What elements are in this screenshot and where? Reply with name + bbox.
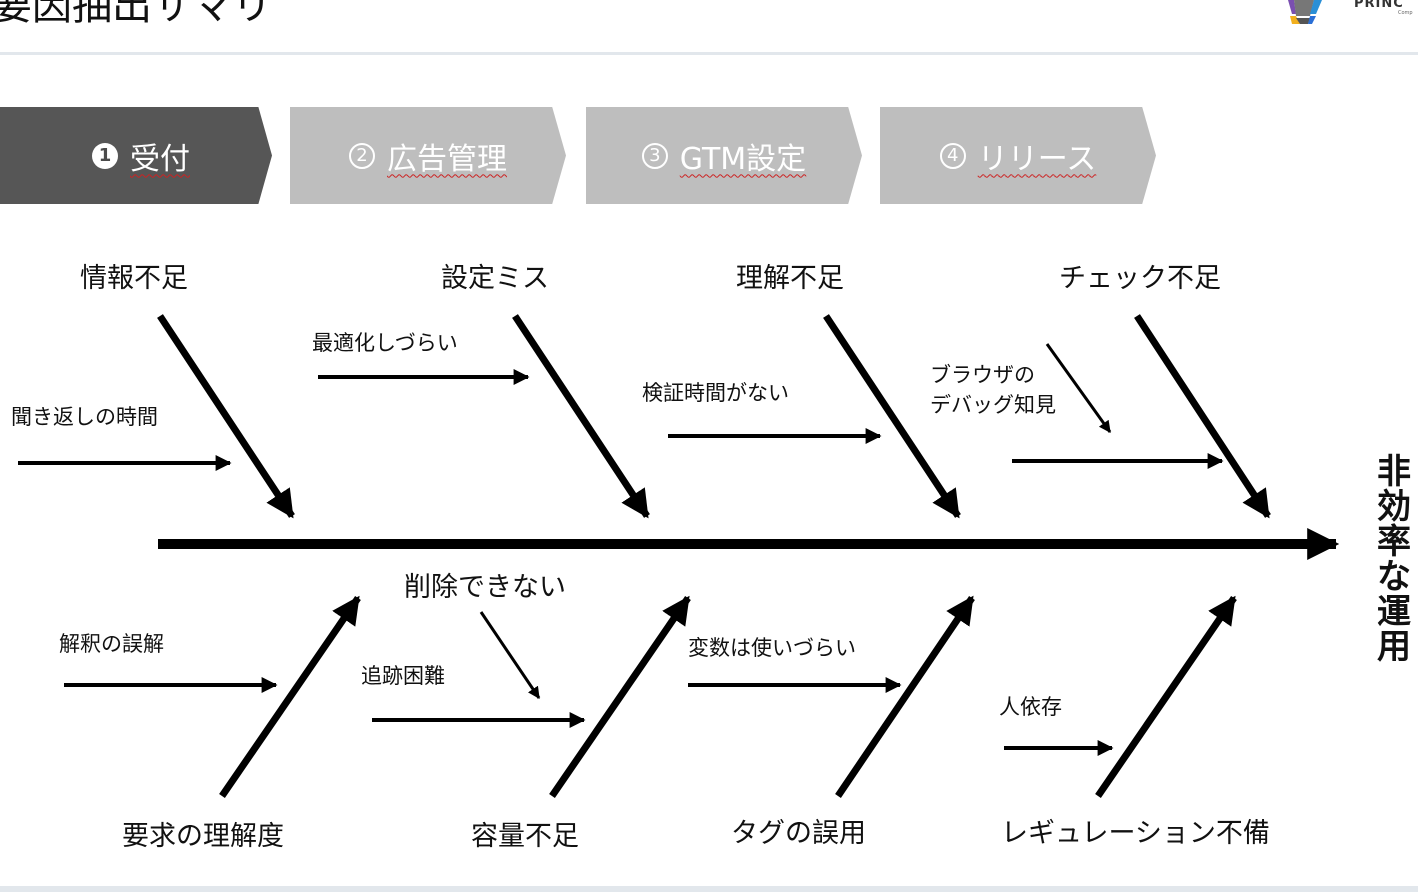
step-number: 1 bbox=[92, 142, 118, 169]
bone-bottom-3 bbox=[835, 595, 975, 798]
cause-category-label: 容量不足 bbox=[471, 821, 579, 852]
sub-arrow bbox=[479, 611, 541, 699]
cause-category-label: 設定ミス bbox=[441, 263, 549, 294]
effect-label: 非効率な運用 bbox=[1377, 452, 1411, 667]
step-4-release[interactable]: 4 リリース bbox=[880, 107, 1156, 204]
sub-cause-label: 追跡困難 bbox=[361, 664, 445, 688]
step-number: 2 bbox=[349, 142, 375, 169]
bone-bottom-2 bbox=[549, 595, 691, 798]
bone-top-1 bbox=[157, 314, 295, 519]
step-2-ad-management[interactable]: 2 広告管理 bbox=[290, 107, 566, 204]
top-divider bbox=[0, 52, 1418, 55]
step-label: 広告管理 bbox=[387, 141, 507, 177]
step-3-gtm-setup[interactable]: 3 GTM設定 bbox=[586, 107, 862, 204]
bone-bottom-4 bbox=[1095, 595, 1237, 798]
logo-text: PRINC bbox=[1354, 0, 1404, 11]
sub-cause-label: 削除できない bbox=[404, 572, 566, 603]
bone-bottom-1 bbox=[219, 595, 361, 798]
sub-cause-label: 最適化しづらい bbox=[312, 331, 458, 355]
cause-category-label: チェック不足 bbox=[1059, 263, 1221, 294]
step-label: リリース bbox=[977, 141, 1097, 177]
bone-top-4 bbox=[1134, 314, 1271, 519]
logo-icon bbox=[1288, 0, 1322, 24]
page-title: 要因抽出サマリ bbox=[0, 0, 272, 29]
bone-top-3 bbox=[823, 314, 961, 519]
sub-cause-label: デバッグ知見 bbox=[930, 393, 1056, 417]
step-1-reception[interactable]: 1 受付 bbox=[0, 107, 272, 204]
sub-cause-label: 解釈の誤解 bbox=[59, 632, 164, 656]
logo-subtext: Comp bbox=[1398, 10, 1413, 16]
step-label: 受付 bbox=[130, 141, 190, 177]
step-number: 4 bbox=[939, 142, 966, 169]
sub-arrow bbox=[1045, 343, 1112, 433]
sub-cause-label: 人依存 bbox=[999, 695, 1062, 719]
cause-category-label: 理解不足 bbox=[736, 263, 844, 294]
sub-cause-label: 検証時間がない bbox=[642, 381, 789, 405]
cause-category-label: タグの誤用 bbox=[731, 818, 866, 849]
cause-category-label: 情報不足 bbox=[80, 263, 188, 294]
sub-cause-label: 変数は使いづらい bbox=[688, 636, 856, 660]
bone-top-2 bbox=[512, 314, 650, 519]
bottom-divider bbox=[0, 886, 1418, 892]
sub-cause-label: ブラウザの bbox=[930, 363, 1035, 387]
cause-category-label: 要求の理解度 bbox=[122, 821, 284, 852]
step-number: 3 bbox=[641, 142, 668, 169]
sub-cause-label: 聞き返しの時間 bbox=[11, 405, 158, 429]
step-label: GTM設定 bbox=[679, 141, 807, 177]
cause-category-label: レギュレーション不備 bbox=[1001, 818, 1270, 849]
